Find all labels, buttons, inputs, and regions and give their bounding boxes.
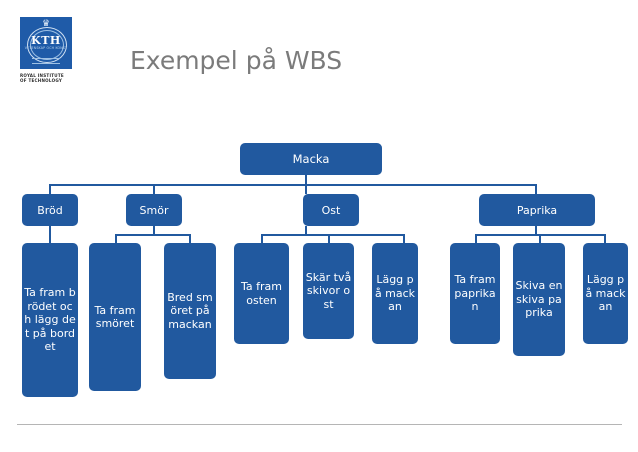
- wbs-node-ost[interactable]: Ost: [303, 194, 359, 226]
- connector-level2-bus: [49, 184, 537, 186]
- connector-ost-leaf2: [328, 234, 330, 243]
- wbs-node-paprika[interactable]: Paprika: [479, 194, 595, 226]
- wbs-leaf-bred-smoret[interactable]: Bred smöret på mackan: [164, 243, 216, 379]
- kth-subtitle: ROYAL INSTITUTE OF TECHNOLOGY: [20, 73, 76, 83]
- wbs-node-brod[interactable]: Bröd: [22, 194, 78, 226]
- wbs-node-label: Ta fram osten: [241, 280, 282, 307]
- connector-drop-brod: [49, 184, 51, 194]
- wbs-node-label: Ta fram brödet och lägg det på bordet: [24, 286, 76, 354]
- wbs-node-label: Ta fram smöret: [94, 303, 136, 331]
- connector-root-trunk: [305, 175, 307, 192]
- connector-drop-ost: [305, 184, 307, 194]
- connector-ost-bus: [261, 234, 405, 236]
- kth-logo: ♛ KTH VETENSKAP OCH KONST ROYAL INSTITUT…: [20, 17, 76, 83]
- wbs-leaf-lagg-pa-mackan-paprika[interactable]: Lägg på mackan: [583, 243, 628, 344]
- page-title: Exempel på WBS: [130, 46, 343, 75]
- connector-smor-leaf1: [115, 234, 117, 243]
- connector-brod-to-leaf: [49, 226, 51, 243]
- kth-wordmark: KTH: [31, 34, 61, 47]
- wbs-leaf-ta-fram-osten[interactable]: Ta fram osten: [234, 243, 289, 344]
- connector-smor-leaf2: [189, 234, 191, 243]
- wbs-node-label: Paprika: [516, 203, 558, 217]
- wbs-leaf-ta-fram-smoret[interactable]: Ta fram smöret: [89, 243, 141, 391]
- crest-outer-ring: [27, 27, 67, 63]
- crest-inner-ring: [30, 30, 64, 60]
- connector-smor-bus: [115, 234, 191, 236]
- kth-subtitle-line1: ROYAL INSTITUTE: [20, 73, 64, 78]
- connector-drop-smor: [153, 184, 155, 194]
- connector-paprika-leaf2: [539, 234, 541, 243]
- wbs-node-label: Macka: [292, 152, 330, 166]
- connector-ost-leaf1: [261, 234, 263, 243]
- wbs-node-label: Lägg på mackan: [374, 273, 416, 314]
- kth-motto: VETENSKAP OCH KONST: [24, 46, 68, 50]
- wbs-leaf-ta-fram-brodet[interactable]: Ta fram brödet och lägg det på bordet: [22, 243, 78, 397]
- wbs-node-label: Skiva en skiva paprika: [515, 279, 563, 320]
- wbs-node-label: Bred smöret på mackan: [167, 290, 213, 331]
- wbs-node-label: Skär två skivor ost: [305, 270, 352, 311]
- connector-ost-leaf3: [403, 234, 405, 243]
- connector-paprika-trunk: [535, 226, 537, 235]
- wbs-node-label: Lägg på mackan: [585, 273, 626, 314]
- wbs-leaf-skar-tva-skivor-ost[interactable]: Skär två skivor ost: [303, 243, 354, 339]
- wbs-node-label: Bröd: [37, 203, 63, 217]
- connector-paprika-leaf3: [604, 234, 606, 243]
- connector-drop-paprika: [535, 184, 537, 194]
- wbs-node-label: Smör: [139, 203, 169, 217]
- crest-base: [32, 58, 60, 64]
- wbs-node-label: Ost: [321, 203, 341, 217]
- wbs-leaf-skiva-en-skiva-paprika[interactable]: Skiva en skiva paprika: [513, 243, 565, 356]
- wbs-leaf-lagg-pa-mackan-ost[interactable]: Lägg på mackan: [372, 243, 418, 344]
- wbs-node-label: Ta fram paprikan: [454, 273, 496, 314]
- wbs-node-macka[interactable]: Macka: [240, 143, 382, 175]
- connector-paprika-leaf1: [475, 234, 477, 243]
- connector-smor-trunk: [153, 226, 155, 235]
- wbs-node-smor[interactable]: Smör: [126, 194, 182, 226]
- footer-divider: [17, 424, 622, 425]
- wbs-leaf-ta-fram-paprikan[interactable]: Ta fram paprikan: [450, 243, 500, 344]
- crown-icon: ♛: [41, 19, 51, 29]
- kth-subtitle-line2: OF TECHNOLOGY: [20, 78, 63, 84]
- connector-ost-trunk: [305, 226, 307, 235]
- kth-crest-icon: ♛ KTH VETENSKAP OCH KONST: [20, 17, 72, 69]
